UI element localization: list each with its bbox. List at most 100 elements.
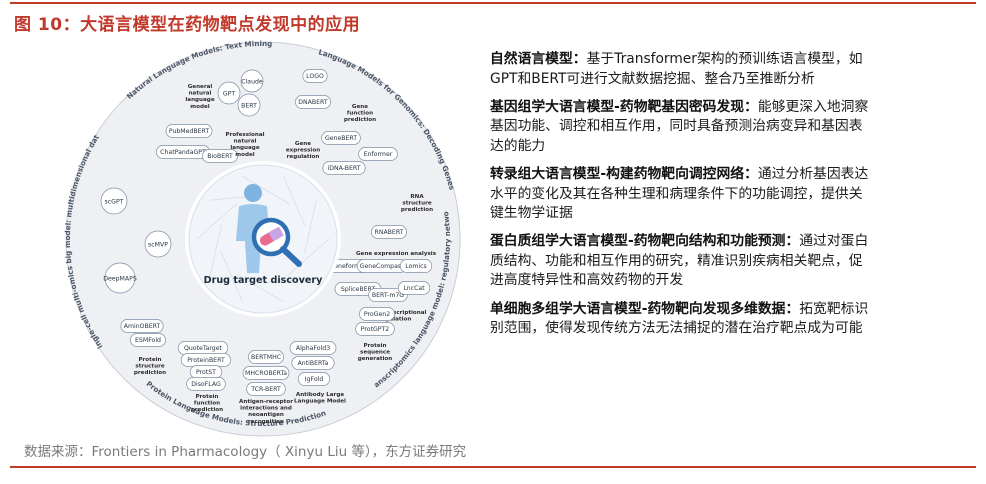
pill-text: MHCROBERTa	[245, 370, 287, 377]
model-pill-protst: ProtST	[189, 365, 223, 379]
note-line: Gene expression analysis	[356, 251, 437, 257]
pill-text: BioBERT	[207, 153, 233, 160]
model-bubble-scgpt: scGPT	[100, 187, 128, 215]
model-pill-mhcroberta: MHCROBERTa	[242, 366, 290, 380]
pill-shape	[289, 341, 337, 355]
paragraph-genomics: 基因组学大语言模型-药物靶基因密码发现：能够更深入地洞察基因功能、调控和相互作用…	[490, 98, 876, 157]
network-line	[283, 176, 306, 227]
model-pill-logo: LOGO	[302, 69, 328, 83]
note-line: Professional	[225, 132, 264, 138]
model-bubble-deepmaps: DeepMAPS	[103, 262, 137, 294]
note-line: sequence	[360, 350, 390, 356]
diagram-svg: Natural Language Models: Text MiningLang…	[62, 38, 461, 437]
pill-text: RNABERT	[375, 229, 404, 236]
pill-shape	[246, 382, 286, 396]
paragraph-body: 拓宽靶标识别范围，使得发现传统方法无法捕捉的潜在治疗靶点成为可能	[490, 300, 869, 337]
pill-text: LncCat	[403, 285, 425, 292]
pill-text: AntiBERTa	[298, 360, 329, 367]
network-line	[220, 251, 243, 302]
model-pill-esmfold: ESMFold	[130, 333, 166, 347]
note-line: function	[194, 401, 220, 407]
pill-shape	[295, 95, 331, 109]
pill-text: ProteinBERT	[187, 357, 225, 364]
pill-shape	[302, 69, 328, 83]
model-pill-aminobert: AminOBERT	[120, 319, 164, 333]
bottom-rule	[10, 466, 976, 468]
note-line: Antibody Large	[296, 392, 344, 398]
model-pill-idna-bert: iDNA-BERT	[322, 161, 366, 175]
model-bubble-scmvp: scMVP	[144, 230, 172, 258]
pill-text: ProtGPT2	[361, 326, 390, 333]
bubble-shape	[104, 262, 136, 294]
paragraph-body: 通过对蛋白质结构、功能和相互作用的研究，精准识别疾病相关靶点，促进高度特异性和高…	[490, 233, 869, 289]
pill-text: ESMFold	[135, 337, 161, 344]
note-line: prediction	[191, 407, 223, 413]
model-bubble-claude: Claude	[240, 69, 264, 93]
pill-text: SpliceBERT	[341, 286, 376, 293]
pill-text: LOGO	[306, 73, 324, 80]
pill-shape	[371, 225, 407, 239]
network-line	[196, 202, 239, 240]
model-pill-disoflag: DisoFLAG	[186, 377, 226, 391]
bubble-shape	[240, 69, 264, 93]
note-line: language	[230, 145, 259, 151]
paragraph-body: 通过分析基因表达水平的变化及其在各种生理和病理条件下的功能调控，提供关键生物学证…	[490, 165, 869, 222]
model-pill-progen2: ProGen2	[359, 307, 395, 321]
paragraph-title: 自然语言模型：	[490, 51, 587, 67]
paragraph-body: 基于Transformer架构的预训练语言模型，如GPT和BERT可进行文献数据…	[490, 51, 863, 87]
network-line	[236, 273, 284, 303]
paragraph-nlm: 自然语言模型：基于Transformer架构的预训练语言模型，如GPT和BERT…	[490, 50, 876, 89]
model-pill-proteinbert: ProteinBERT	[180, 353, 232, 367]
pill-shape	[368, 288, 408, 302]
pill-text: ProGen2	[364, 311, 390, 318]
model-pill-bertmhc: BERTMHC	[248, 350, 284, 364]
network-line	[304, 200, 317, 254]
model-pill-dnabert: DNABERT	[295, 95, 331, 109]
pill-text: TCR-BERT	[250, 386, 281, 393]
note-line: Gene	[352, 104, 368, 110]
note-line: prediction	[344, 117, 376, 123]
note-gene-expression-analysis: Gene expression analysis	[356, 251, 437, 257]
paragraph-single-cell: 单细胞多组学大语言模型-药物靶向发现多维数据：拓宽靶标识别范围，使得发现传统方法…	[490, 300, 876, 339]
model-pill-alphafold3: AlphaFold3	[289, 341, 337, 355]
model-pill-antiberta: AntiBERTa	[291, 356, 335, 370]
bubble-shape	[100, 187, 128, 215]
pill-text: Enformer	[364, 151, 393, 158]
pill-shape	[165, 124, 213, 138]
note-line: prediction	[401, 207, 433, 213]
note-line: Antigen-receptor	[239, 399, 293, 405]
paragraph-title: 蛋白质组学大语言模型-药物靶向结构和功能预测：	[490, 233, 800, 250]
bubble-text: scMVP	[148, 241, 168, 248]
pill-text: BERTMHC	[251, 354, 281, 361]
magnifier-handle	[280, 246, 302, 267]
note-line: generation	[358, 356, 393, 362]
network-line	[287, 238, 330, 276]
note-line: structure	[402, 201, 431, 207]
note-line: regulation	[379, 317, 412, 323]
note-line: language	[185, 97, 214, 103]
center-label: Drug target discovery	[204, 275, 323, 286]
note-line: recognition	[248, 419, 284, 425]
top-rule	[10, 2, 976, 4]
model-pill-quotetarget: QuoteTarget	[177, 341, 229, 355]
note-line: Post-transcriptional	[364, 310, 427, 316]
figure-title: 图 10：大语言模型在药物靶点发现中的应用	[14, 15, 361, 35]
note-line: Gene	[295, 141, 311, 147]
note-line: interactions and	[240, 406, 292, 412]
pill-shape	[399, 259, 433, 273]
pill-text: ChatPandaGPT	[160, 149, 206, 156]
pill-text: Geneformer	[329, 263, 367, 270]
paragraph-transcriptomics: 转录组大语言模型-构建药物靶向调控网络：通过分析基因表达水平的变化及其在各种生理…	[490, 165, 876, 224]
paragraph-title: 单细胞多组学大语言模型-药物靶向发现多维数据：	[490, 300, 800, 317]
note-line: Protein	[195, 394, 218, 400]
source-note: 数据来源：Frontiers in Pharmacology（ Xinyu Li…	[24, 444, 467, 460]
pill-text: iDNA-BERT	[327, 165, 360, 172]
pill-shape	[120, 319, 164, 333]
